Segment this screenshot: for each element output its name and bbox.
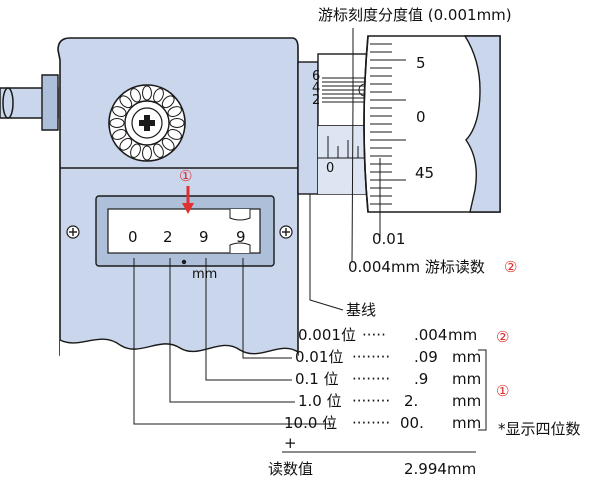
reading-marker-2: ②: [496, 328, 509, 346]
vernier-number-2: 2: [312, 93, 320, 108]
counter-digit: 9: [236, 228, 246, 246]
red-arrow-icon: [182, 186, 194, 214]
total-label: 读数值: [268, 460, 313, 478]
knob-petal: [167, 106, 182, 117]
reading-unit: mm: [448, 326, 477, 344]
counter-digit: 9: [199, 228, 209, 246]
thimble-number-45: 45: [415, 164, 434, 182]
screw-icon: [66, 225, 80, 239]
knob-petal: [153, 88, 164, 103]
knob-petal: [153, 143, 164, 158]
reading-value: .9: [414, 370, 428, 388]
knob-petal: [142, 85, 152, 101]
reading-place: 0.01位: [295, 348, 343, 366]
knob-petal: [119, 95, 133, 109]
reading-dots: ·····: [362, 326, 386, 344]
reading-place: 10.0 位: [284, 414, 337, 432]
reading-unit: mm: [452, 348, 481, 366]
knob-petal: [161, 95, 175, 109]
reading-value: .09: [414, 348, 438, 366]
knob-petal: [167, 129, 182, 140]
reading-dots: ········: [352, 348, 390, 366]
reading-place: 0.001位: [298, 326, 356, 344]
screw-icon: [279, 225, 293, 239]
knob-petal: [119, 137, 133, 151]
vernier-scale: [322, 77, 372, 103]
vernier-number-6: 6: [312, 69, 320, 84]
thimble: [363, 35, 501, 213]
knob-petal: [169, 118, 185, 128]
reading-value: .004: [414, 326, 447, 344]
knob-petal: [130, 143, 141, 158]
counter-digit: 0: [128, 228, 138, 246]
reading-marker-1: ①: [496, 382, 509, 400]
counter-unit: mm: [192, 267, 217, 282]
reading-place: 1.0 位: [298, 392, 342, 410]
reading-unit: mm: [452, 414, 481, 432]
thimble-value-label: 0.01: [372, 230, 405, 248]
readings-table: 0.001位 ····· .004 mm 0.01位 ········ .09 …: [284, 326, 481, 432]
counter-digit: 2: [163, 228, 173, 246]
knob-petal: [142, 145, 152, 161]
vernier-reading-label: 0.004mm 游标读数: [348, 258, 485, 276]
total-unit: mm: [447, 460, 476, 478]
leader-lines: [133, 28, 487, 431]
baseline-label: 基线: [346, 301, 376, 319]
thimble-number-5: 5: [416, 54, 426, 72]
marker-2: ②: [504, 258, 517, 276]
scale-title: 游标刻度分度值 (0.001mm): [318, 6, 512, 24]
reading-value: 00.: [400, 414, 424, 432]
sleeve-zero: 0: [326, 161, 334, 176]
vernier-number-4: 4: [312, 81, 320, 96]
knob-petal: [112, 106, 127, 117]
ratchet-knob-icon: [108, 84, 186, 162]
plus-sign: +: [284, 434, 297, 452]
knob-petal: [130, 88, 141, 103]
reading-value: 2.: [404, 392, 418, 410]
reading-unit: mm: [452, 392, 481, 410]
knob-petal: [161, 137, 175, 151]
reading-place: 0.1 位: [295, 370, 339, 388]
reading-dots: ········: [352, 392, 390, 410]
micrometer-body: [41, 37, 299, 360]
knob-petal: [109, 118, 125, 128]
total-value: 2.994: [404, 460, 447, 478]
decimal-dot: [181, 259, 187, 265]
reading-dots: ········: [352, 370, 390, 388]
reading-dots: ········: [352, 414, 390, 432]
thimble-number-0: 0: [416, 108, 426, 126]
four-digit-note: *显示四位数: [498, 420, 581, 438]
marker-1: ①: [179, 167, 192, 185]
knob-petal: [112, 129, 127, 140]
reading-unit: mm: [452, 370, 481, 388]
